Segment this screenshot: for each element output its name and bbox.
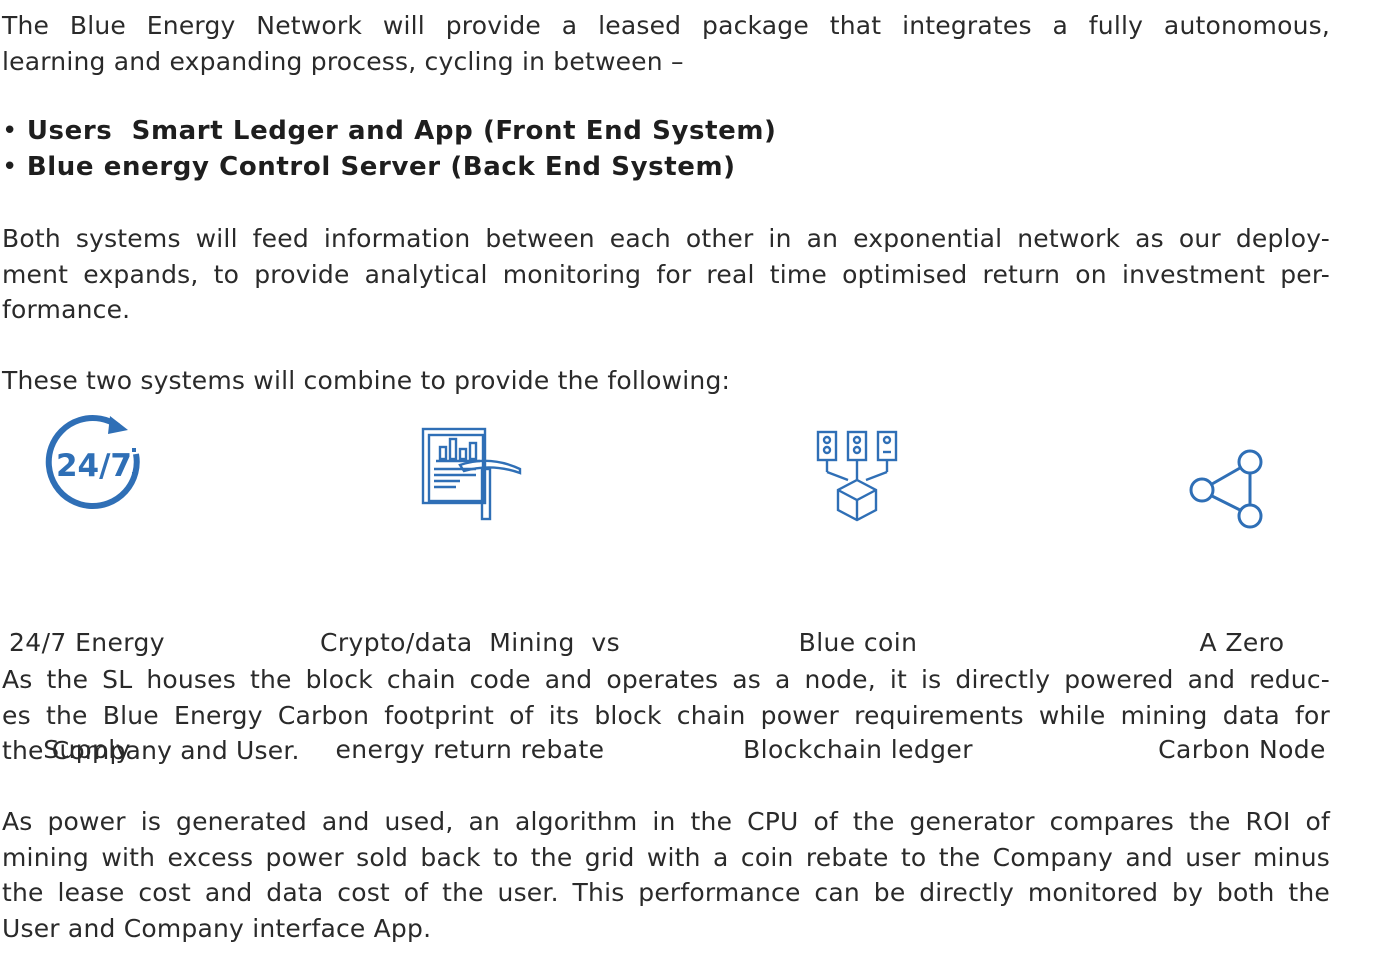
bullet-item-back-end: • Blue energy Control Server (Back End S… bbox=[2, 149, 777, 185]
feature-caption-energy-supply: 24/7 Energy Supply bbox=[2, 554, 172, 838]
feature-caption-carbon-node: A Zero Carbon Node bbox=[1144, 554, 1340, 838]
feature-caption-line: Blockchain ledger bbox=[743, 734, 973, 764]
bullet-item-front-end: • Users Smart Ledger and App (Front End … bbox=[2, 113, 777, 149]
power-paragraph: As power is generated and used, an algor… bbox=[2, 804, 1330, 946]
feature-caption-line: Crypto/data Mining vs bbox=[319, 628, 621, 657]
sl-line-1: As the SL houses the block chain code an… bbox=[2, 665, 1330, 694]
bullet-marker: • bbox=[2, 152, 27, 182]
bullet-text: Blue energy Control Server (Back End Sys… bbox=[26, 152, 736, 182]
intro-paragraph: The Blue Energy Network will provide a l… bbox=[2, 8, 1330, 79]
sl-line-2: es the Blue Energy Carbon footprint of i… bbox=[2, 700, 1330, 730]
feature-caption-line: Supply bbox=[43, 734, 131, 764]
data-mining-icon bbox=[421, 427, 522, 521]
share-node-icon bbox=[1189, 449, 1263, 529]
feature-caption-line: energy return rebate bbox=[335, 734, 605, 764]
feature-caption-data-mining: Crypto/data Mining vs energy return reba… bbox=[298, 554, 642, 838]
feature-caption-line: Blue coin bbox=[798, 628, 918, 657]
sl-line-3: the Company and User. bbox=[2, 736, 300, 765]
feature-caption-line: Carbon Node bbox=[1158, 734, 1326, 764]
clock-24-7-icon: 24/7 bbox=[45, 415, 140, 510]
feed-line-3: formance. bbox=[2, 295, 131, 324]
feed-paragraph: Both systems will feed information betwe… bbox=[2, 221, 1330, 328]
power-line-1: As power is generated and used, an algor… bbox=[2, 807, 1330, 836]
combine-paragraph: These two systems will combine to provid… bbox=[2, 363, 1330, 399]
clock-badge-text: 24/7 bbox=[56, 448, 132, 484]
intro-line-1: The Blue Energy Network will provide a l… bbox=[2, 11, 1330, 40]
feature-caption-line: 24/7 Energy bbox=[8, 628, 165, 657]
bullet-text: Users Smart Ledger and App (Front End Sy… bbox=[26, 116, 777, 146]
combine-line: These two systems will combine to provid… bbox=[2, 366, 731, 395]
intro-line-2: learning and expanding process, cycling … bbox=[2, 46, 684, 76]
power-line-4: User and Company interface App. bbox=[2, 913, 432, 943]
bullet-marker: • bbox=[2, 116, 27, 146]
feature-caption-line: A Zero bbox=[1199, 628, 1285, 657]
blockchain-ledger-icon bbox=[816, 430, 898, 522]
power-line-2: mining with excess power sold back to th… bbox=[2, 842, 1330, 872]
sl-paragraph: As the SL houses the block chain code an… bbox=[2, 662, 1330, 769]
feature-caption-blockchain: Blue coin Blockchain ledger bbox=[722, 554, 994, 838]
system-bullet-list: • Users Smart Ledger and App (Front End … bbox=[2, 113, 777, 185]
feed-line-1: Both systems will feed information betwe… bbox=[2, 224, 1330, 253]
feed-line-2: ment expands, to provide analytical moni… bbox=[2, 259, 1330, 289]
power-line-3: the lease cost and data cost of the user… bbox=[2, 878, 1330, 907]
